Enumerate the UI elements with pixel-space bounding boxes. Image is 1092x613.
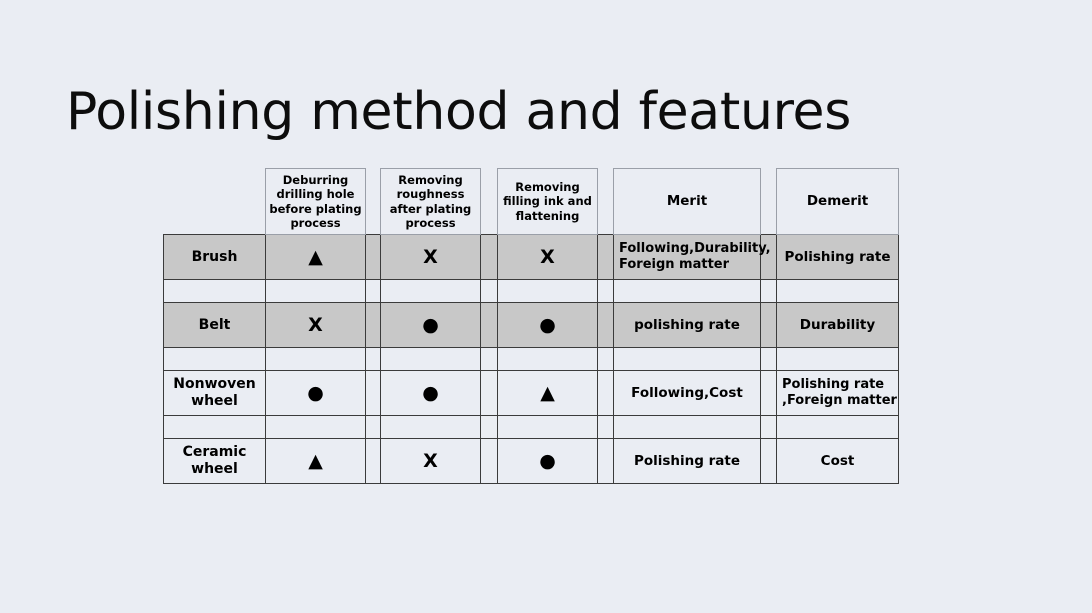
cell-spacer [597, 438, 614, 484]
column-header-merit: Merit [613, 168, 761, 235]
row-gap-cell [265, 347, 366, 371]
row-gap-cell [265, 415, 366, 439]
row-gap-spacer [365, 279, 381, 303]
row-gap-spacer [480, 279, 498, 303]
column-header-demerit: Demerit [776, 168, 899, 235]
cell-belt-filling-ink: ● [497, 302, 598, 348]
cell-belt-deburring: X [265, 302, 366, 348]
row-gap-cell [380, 415, 481, 439]
cell-brush-filling-ink: X [497, 234, 598, 280]
row-label-nonwoven-wheel: Nonwoven wheel [163, 370, 266, 416]
row-gap-spacer [365, 347, 381, 371]
cell-nonwoven-demerit: Polishing rate ,Foreign matter [776, 370, 899, 416]
cell-ceramic-roughness: X [380, 438, 481, 484]
header-spacer-2 [481, 169, 498, 235]
column-header-deburring: Deburring drilling hole before plating p… [265, 168, 366, 235]
row-gap-spacer [480, 415, 498, 439]
cell-nonwoven-deburring: ● [265, 370, 366, 416]
cell-belt-merit: polishing rate [613, 302, 761, 348]
cell-brush-roughness: X [380, 234, 481, 280]
row-label-ceramic-wheel: Ceramic wheel [163, 438, 266, 484]
cell-spacer [365, 234, 381, 280]
row-gap [163, 347, 899, 371]
cell-spacer [480, 370, 498, 416]
row-label-brush: Brush [163, 234, 266, 280]
row-gap-cell [380, 347, 481, 371]
table-row: Brush ▲ X X Following,Durability, Foreig… [163, 234, 899, 280]
row-gap-spacer [760, 347, 777, 371]
row-gap-cell [776, 279, 899, 303]
cell-spacer [760, 438, 777, 484]
column-header-filling-ink: Removing filling ink and flattening [497, 168, 598, 235]
row-gap [163, 415, 899, 439]
cell-spacer [480, 234, 498, 280]
row-label-belt: Belt [163, 302, 266, 348]
table-row: Nonwoven wheel ● ● ▲ Following,Cost Poli… [163, 370, 899, 416]
cell-spacer [365, 370, 381, 416]
row-gap-cell [613, 415, 761, 439]
row-gap-label [163, 279, 266, 303]
row-gap-spacer [760, 279, 777, 303]
cell-brush-deburring: ▲ [265, 234, 366, 280]
table-row: Ceramic wheel ▲ X ● Polishing rate Cost [163, 438, 899, 484]
comparison-matrix: Deburring drilling hole before plating p… [163, 168, 899, 484]
cell-ceramic-demerit: Cost [776, 438, 899, 484]
cell-belt-demerit: Durability [776, 302, 899, 348]
cell-spacer [480, 302, 498, 348]
row-gap-label [163, 347, 266, 371]
cell-spacer [365, 438, 381, 484]
row-gap-cell [497, 279, 598, 303]
cell-ceramic-filling-ink: ● [497, 438, 598, 484]
row-gap-cell [776, 415, 899, 439]
row-gap-cell [613, 279, 761, 303]
row-gap-spacer [597, 415, 614, 439]
polishing-comparison-table: Deburring drilling hole before plating p… [163, 168, 899, 484]
header-spacer-4 [761, 169, 777, 235]
cell-brush-merit: Following,Durability, Foreign matter [613, 234, 771, 280]
cell-nonwoven-roughness: ● [380, 370, 481, 416]
row-gap-cell [613, 347, 761, 371]
cell-nonwoven-filling-ink: ▲ [497, 370, 598, 416]
cell-nonwoven-merit: Following,Cost [613, 370, 761, 416]
row-gap-spacer [365, 415, 381, 439]
header-spacer-3 [598, 169, 614, 235]
cell-spacer [760, 302, 777, 348]
cell-brush-demerit: Polishing rate [776, 234, 899, 280]
row-gap-cell [776, 347, 899, 371]
cell-ceramic-merit: Polishing rate [613, 438, 761, 484]
cell-spacer [597, 370, 614, 416]
cell-ceramic-deburring: ▲ [265, 438, 366, 484]
row-gap-cell [497, 415, 598, 439]
table-header-row: Deburring drilling hole before plating p… [164, 168, 899, 235]
row-gap [163, 279, 899, 303]
page-title: Polishing method and features [66, 81, 852, 142]
cell-spacer [760, 370, 777, 416]
cell-spacer [597, 234, 614, 280]
row-gap-spacer [480, 347, 498, 371]
cell-spacer [597, 302, 614, 348]
row-gap-cell [497, 347, 598, 371]
row-gap-cell [265, 279, 366, 303]
row-gap-spacer [597, 279, 614, 303]
row-gap-label [163, 415, 266, 439]
row-gap-spacer [760, 415, 777, 439]
cell-spacer [365, 302, 381, 348]
header-spacer-1 [366, 169, 381, 235]
row-gap-cell [380, 279, 481, 303]
cell-belt-roughness: ● [380, 302, 481, 348]
cell-spacer [480, 438, 498, 484]
corner-empty-cell [164, 169, 266, 235]
column-header-roughness: Removing roughness after plating process [380, 168, 481, 235]
table-row: Belt X ● ● polishing rate Durability [163, 302, 899, 348]
row-gap-spacer [597, 347, 614, 371]
